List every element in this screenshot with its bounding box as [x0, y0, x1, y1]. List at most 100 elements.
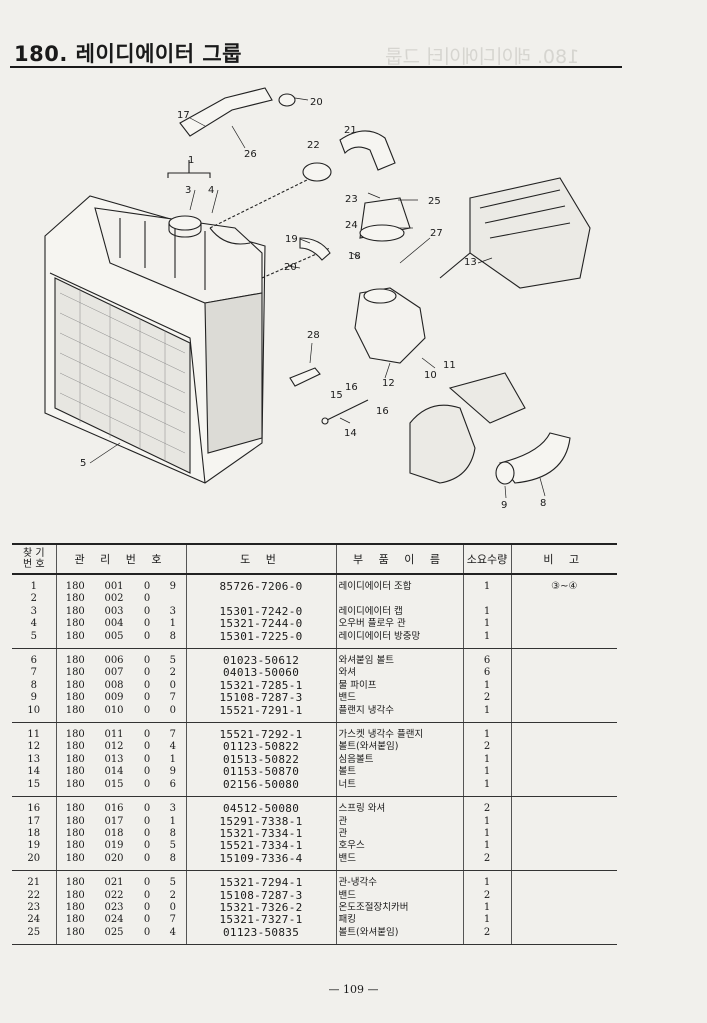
cell-drawing-number: 85726-7206-0: [185, 574, 337, 594]
cell-quantity: 1: [462, 679, 512, 693]
cell-drawing-number: 15321-7244-0: [185, 618, 337, 631]
cell-control-seq: 011: [104, 729, 124, 741]
cell-control-rev: 0: [143, 667, 151, 679]
cell-control-rev: 0: [143, 766, 151, 778]
cell-remarks: ③~④: [510, 574, 618, 594]
callout-18: 18: [348, 251, 361, 262]
cell-control-check: 0: [169, 679, 176, 691]
cell-part-name: 심음볼트: [335, 753, 464, 767]
cell-quantity: 1: [462, 722, 512, 742]
cell-part-name: 호우스: [335, 840, 464, 853]
cell-control-check: 0: [160, 704, 187, 724]
cell-find-number: 6: [30, 655, 37, 667]
cell-remarks: [510, 704, 618, 724]
cell-find-number: 13: [27, 753, 41, 765]
cell-quantity: 1: [462, 914, 512, 927]
callout-17: 17: [177, 110, 190, 121]
cell-quantity: 1: [462, 815, 512, 828]
callout-12: 12: [382, 378, 395, 389]
cell-control-seq: 006: [104, 655, 124, 667]
cell-control-rev: 0: [134, 852, 160, 872]
cell-remarks: [510, 618, 618, 631]
cell-part-name: 스프링 와셔: [335, 796, 464, 816]
cell-control-seq: 024: [104, 914, 124, 926]
cell-drawing-number: 15321-7294-1: [185, 870, 337, 890]
cell-control-group: 180: [55, 618, 94, 631]
cell-drawing-number: 04013-50060: [185, 667, 337, 680]
cell-control-group: 180: [55, 840, 94, 853]
cell-find-number: 14: [27, 766, 41, 778]
cell-control-group: 180: [55, 901, 94, 915]
cell-find-number: 9: [30, 692, 37, 704]
cell-control-rev: 0: [143, 901, 151, 913]
cell-control-group: 180: [55, 827, 94, 841]
cell-part-name: 오우버 플로우 관: [335, 618, 464, 631]
cell-control-rev: 0: [134, 704, 160, 724]
cell-control-rev: 0: [143, 741, 151, 753]
cell-drawing-number: 15521-7292-1: [185, 722, 337, 742]
callout-13: 13: [464, 257, 477, 268]
cell-control-check: 8: [160, 630, 187, 650]
cell-part-name: 레이디에이터 조합: [335, 574, 464, 594]
cell-drawing-number: 04512-50080: [185, 796, 337, 816]
cell-control-check: 9: [169, 581, 176, 592]
cell-control-group: 180: [55, 679, 94, 693]
cell-control-seq: 008: [104, 679, 124, 691]
callout-26: 26: [244, 149, 257, 160]
cell-control-check: 1: [169, 753, 176, 765]
cell-part-name: 레이디에이터 캡: [335, 605, 464, 619]
cell-drawing-number: 01153-50870: [185, 766, 337, 779]
callout-5: 5: [80, 458, 86, 469]
cell-control-seq: 002: [104, 593, 124, 605]
cell-drawing-number: 15109-7336-4: [185, 852, 337, 872]
cell-control-seq: 009: [104, 692, 124, 704]
callout-23: 23: [345, 194, 358, 205]
cell-drawing-number: 15301-7225-0: [185, 630, 337, 650]
cell-control-rev: 0: [134, 630, 160, 650]
cell-quantity: 1: [462, 766, 512, 779]
cell-find-number: 10: [12, 704, 56, 724]
cell-control-seq: 018: [104, 827, 124, 839]
cell-find-number: 16: [27, 803, 41, 815]
cell-find-number: 12: [27, 741, 41, 753]
cell-control-check: 2: [169, 667, 176, 679]
cell-control-rev: 0: [143, 729, 151, 741]
cell-drawing-number: [185, 593, 337, 606]
callout-16b: 16: [376, 406, 389, 417]
cell-control-rev: 0: [143, 581, 151, 592]
cell-quantity: 6: [462, 648, 512, 668]
cell-remarks: [510, 827, 618, 841]
callout-22: 22: [307, 140, 320, 151]
cell-drawing-number: 15321-7285-1: [185, 679, 337, 693]
cell-control-seq: 015: [94, 778, 134, 798]
cell-remarks: [510, 667, 618, 680]
cell-control-rev: 0: [143, 679, 151, 691]
cell-quantity: 1: [462, 840, 512, 853]
cell-find-number: 19: [27, 840, 41, 852]
page-number: — 109 —: [328, 983, 379, 996]
cell-control-rev: 0: [143, 618, 151, 630]
cell-control-check: [160, 593, 186, 605]
cell-control-seq: 010: [94, 704, 134, 724]
cell-control-rev: 0: [143, 840, 151, 852]
cell-drawing-number: 15321-7326-2: [185, 901, 337, 915]
cell-control-seq: 007: [104, 667, 124, 679]
callout-19: 19: [285, 234, 298, 245]
cell-drawing-number: 15108-7287-3: [185, 889, 337, 902]
cell-quantity: 2: [462, 852, 512, 872]
